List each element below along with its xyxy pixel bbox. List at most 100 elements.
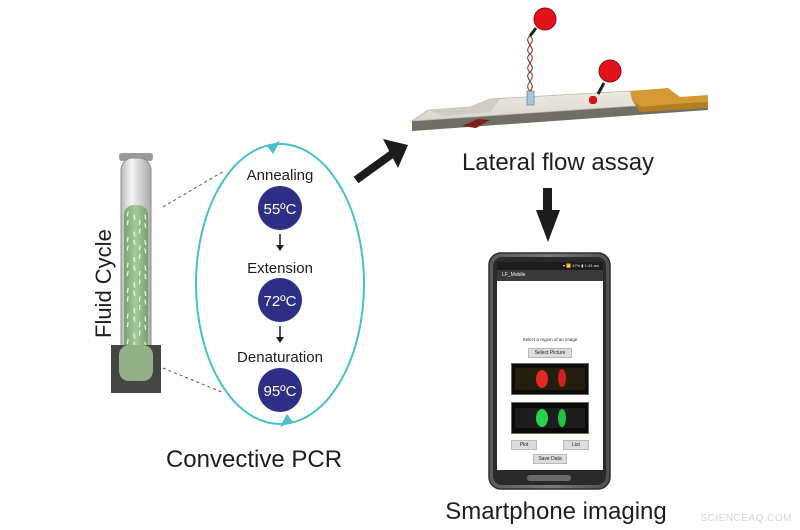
red-label-particle-2 — [598, 59, 622, 83]
save-data-button[interactable]: Save Data — [533, 454, 567, 464]
flow-dash — [133, 290, 136, 297]
green-test-spot — [536, 409, 548, 427]
flow-dash — [133, 214, 136, 220]
green-control-spot — [558, 409, 566, 427]
flow-dash — [138, 304, 141, 311]
flow-dash — [126, 321, 129, 328]
flow-dash — [144, 214, 147, 220]
step-annealing-temp: 55ºC — [264, 201, 297, 218]
cycle-arrowhead-top — [267, 140, 281, 154]
tube-bottom-liquid — [119, 345, 153, 381]
arrow-to-smartphone — [536, 188, 560, 242]
status-bar: ▾ 📶 47% ▮ 1:43 am — [497, 262, 603, 270]
flow-dash — [144, 299, 147, 305]
step-extension-circle — [258, 278, 302, 322]
flow-dash — [126, 211, 129, 217]
flow-dash — [126, 287, 129, 294]
tube-liquid — [124, 205, 148, 377]
phone-screen: ▾ 📶 47% ▮ 1:43 am LF_Mobile Select a reg… — [497, 262, 603, 470]
flow-dash — [138, 253, 141, 260]
fluid-cycle-label: Fluid Cycle — [91, 229, 116, 338]
arrow-head — [383, 139, 408, 168]
green-image-strip — [515, 408, 585, 428]
lateral-flow-title: Lateral flow assay — [462, 149, 654, 176]
flow-dash — [138, 245, 141, 251]
flow-dash — [144, 222, 147, 229]
flow-dash — [144, 324, 147, 331]
flow-dash — [133, 256, 136, 263]
flow-dash — [138, 219, 141, 226]
red-image-strip — [515, 368, 585, 390]
flow-dash — [144, 290, 147, 297]
step-annealing-circle — [258, 186, 302, 230]
flow-dash — [144, 273, 147, 280]
red-fluorescence-image — [512, 364, 588, 394]
green-fluorescence-image — [512, 403, 588, 433]
probe-stem — [528, 27, 538, 37]
flow-dash — [138, 321, 141, 328]
select-region-prompt: Select a region of an image — [522, 337, 578, 342]
test-tube: Fluid Cycle — [91, 153, 161, 393]
red-test-spot — [536, 370, 548, 388]
flow-dash — [133, 333, 136, 339]
flow-dash — [126, 262, 129, 268]
flow-dash — [144, 265, 147, 271]
dna-strand-b — [527, 35, 533, 92]
control-stem — [596, 82, 606, 95]
app-title-bar: LF_Mobile — [497, 270, 603, 281]
step-extension-temp: 72ºC — [264, 293, 297, 310]
zoom-line-bottom — [162, 367, 225, 394]
sample-pad — [428, 99, 500, 116]
step-arrowhead-2 — [276, 337, 284, 343]
arrow-to-lateral-flow — [353, 139, 408, 184]
step-denaturation-temp: 95ºC — [264, 383, 297, 400]
flow-dash — [144, 316, 147, 322]
step-denaturation-circle — [258, 368, 302, 412]
convective-pcr-title: Convective PCR — [166, 446, 342, 473]
step-extension-label: Extension — [247, 260, 313, 277]
step-denaturation-label: Denaturation — [237, 349, 323, 366]
arrow-shaft — [353, 150, 395, 184]
down-arrow-shaft — [543, 188, 552, 212]
zoom-line-top — [162, 170, 225, 208]
lateral-flow-strip — [410, 88, 709, 131]
flow-dash — [138, 296, 141, 302]
down-arrow-head — [536, 210, 560, 242]
flow-dash — [126, 313, 129, 319]
flow-dash — [126, 296, 129, 302]
flow-dash — [126, 245, 129, 251]
flow-dash — [126, 236, 129, 243]
step-annealing-label: Annealing — [247, 167, 314, 184]
flow-dash — [133, 231, 136, 237]
control-line-probe — [589, 59, 622, 104]
flow-dash — [133, 282, 136, 288]
select-picture-button[interactable]: Select Picture — [528, 348, 572, 358]
flow-dash — [133, 239, 136, 246]
cycle-arrowhead-bottom — [279, 414, 293, 428]
red-label-particle-1 — [533, 7, 557, 31]
flow-dash — [138, 279, 141, 285]
flow-dash — [126, 338, 129, 345]
flow-dash — [133, 307, 136, 314]
strip-image-red — [511, 363, 589, 395]
strip-base-side — [412, 101, 708, 131]
red-control-spot — [558, 369, 566, 387]
flow-dash — [138, 228, 141, 234]
capture-antibody — [526, 90, 535, 106]
list-button[interactable]: List — [563, 440, 589, 450]
test-line-probe — [526, 7, 557, 106]
red-antigen-marker — [589, 96, 597, 104]
flow-dash — [144, 248, 147, 254]
flow-dash — [133, 265, 136, 271]
flow-dash — [144, 239, 147, 246]
flow-dash — [126, 270, 129, 277]
watermark: SCIENCEAQ.COM — [700, 513, 792, 524]
flow-dash — [133, 316, 136, 322]
absorbent-pad-side — [632, 100, 708, 112]
flow-dash — [138, 330, 141, 336]
flow-dash — [138, 270, 141, 277]
plot-button[interactable]: Plot — [511, 440, 537, 450]
cycle-loop — [195, 143, 365, 425]
absorbent-pad — [630, 88, 708, 107]
